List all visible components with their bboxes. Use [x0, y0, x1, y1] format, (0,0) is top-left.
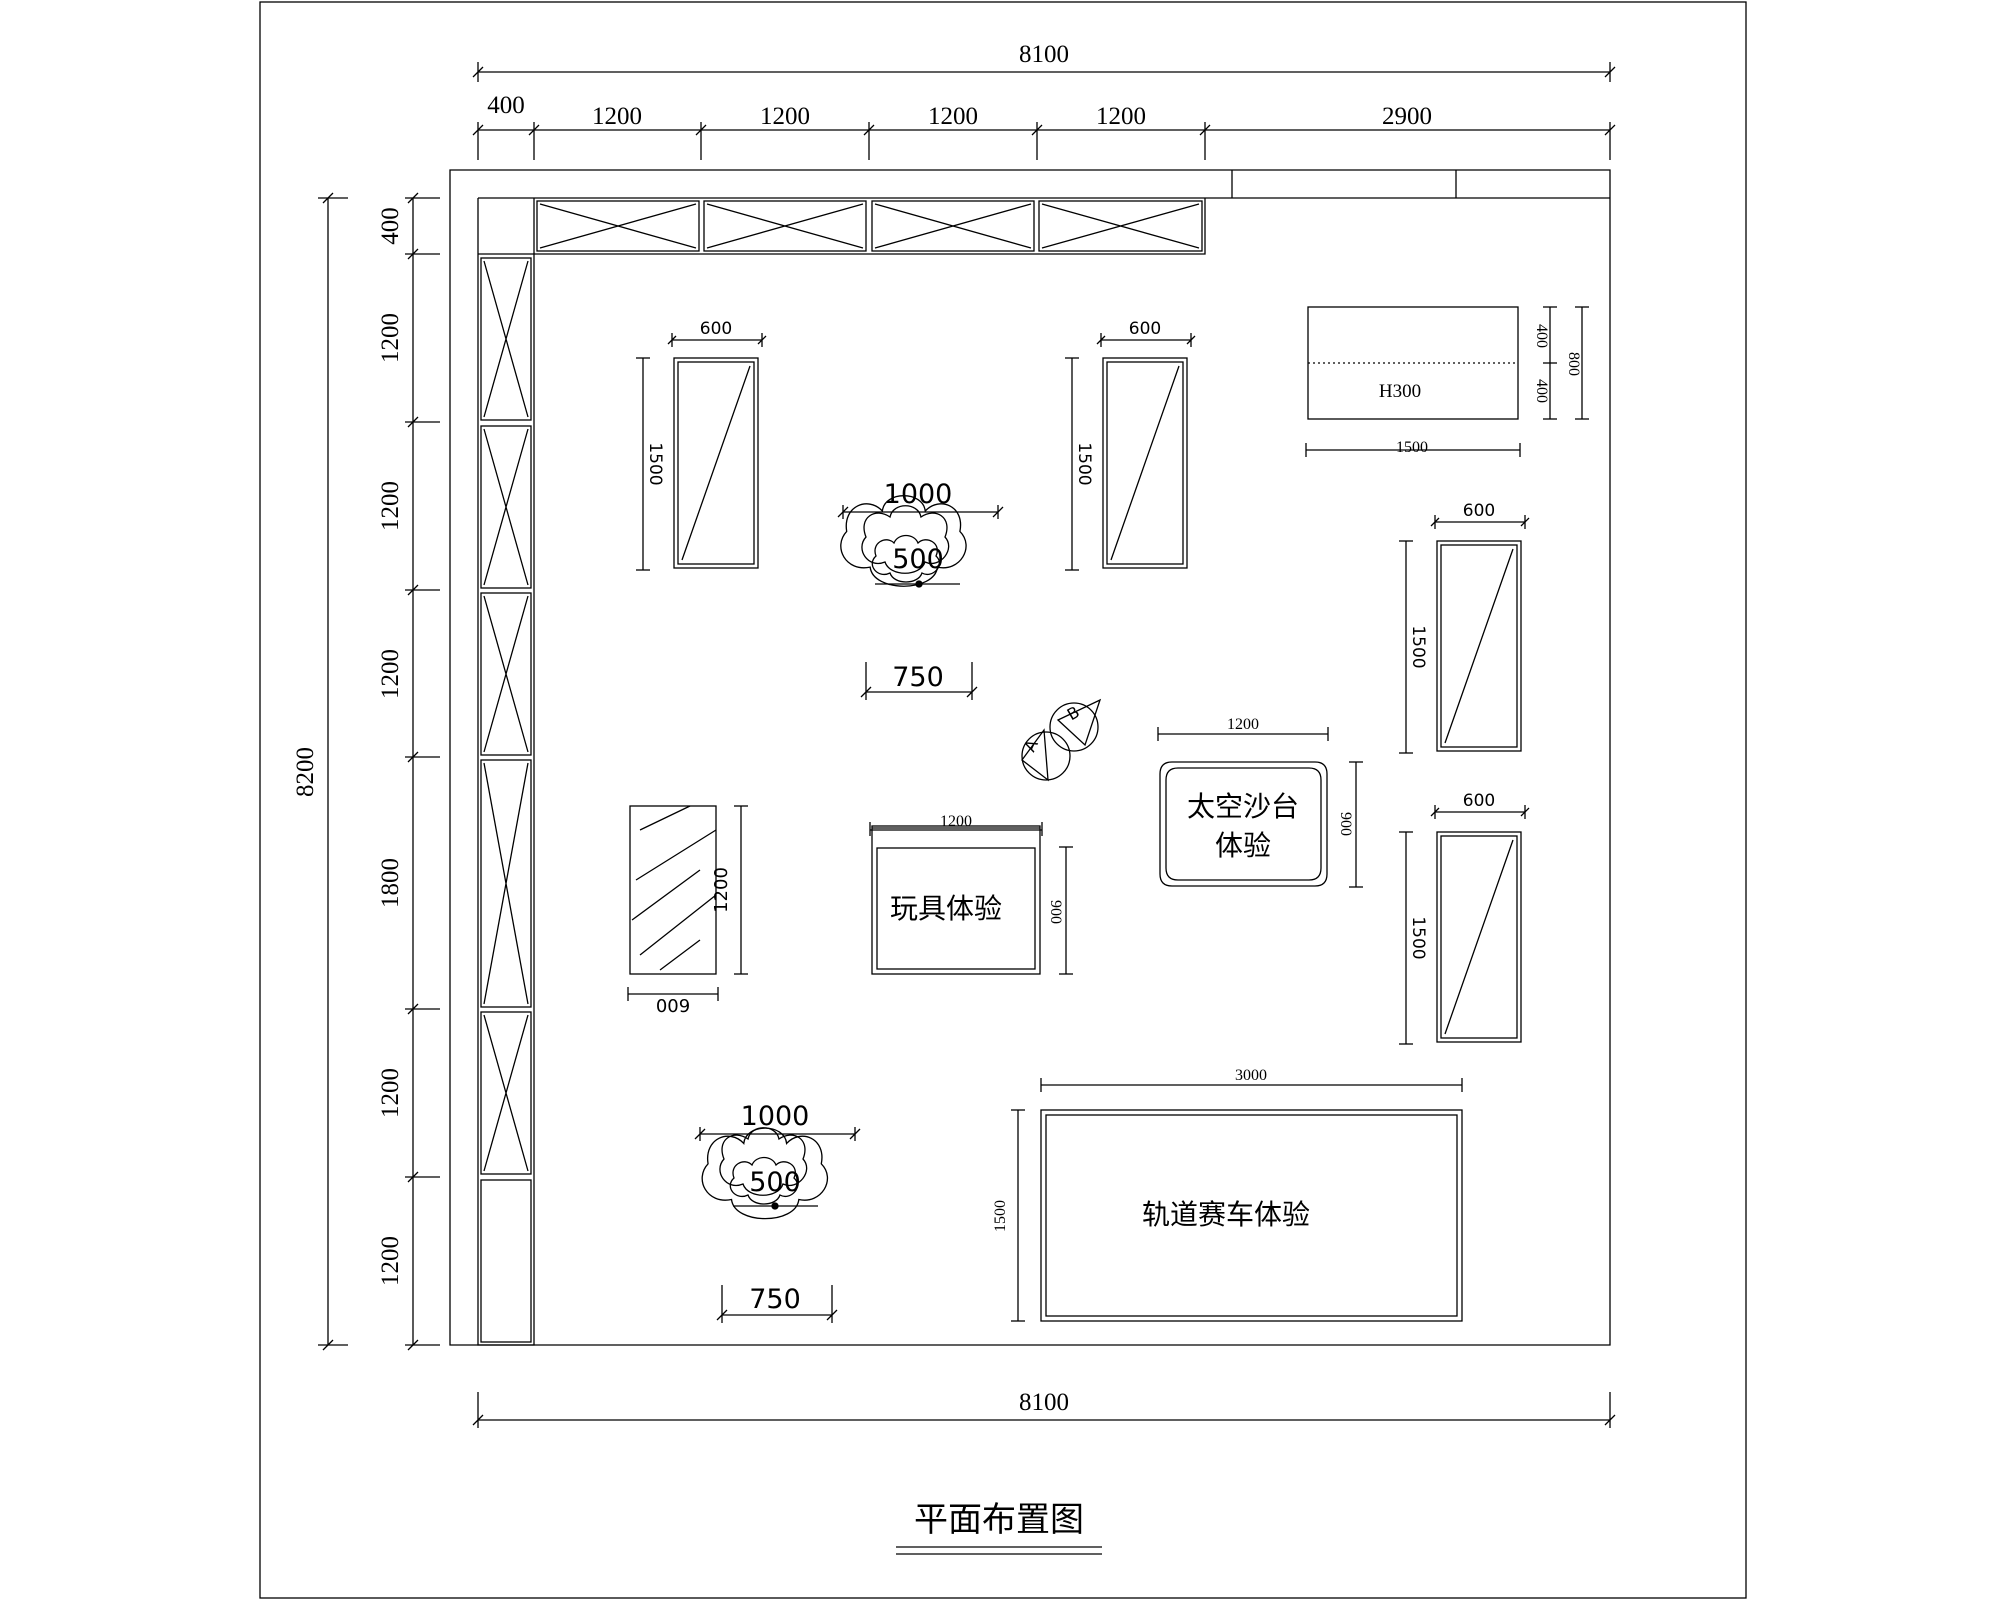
flower-table-center — [915, 580, 923, 588]
dim-top-seg: 1200 — [928, 103, 978, 130]
flower-inner-dim: 500 — [749, 1167, 801, 1198]
flower-outer-dim: 1000 — [741, 1101, 810, 1132]
cabinet-width: 600 — [700, 319, 732, 339]
flower-base-dim: 750 — [892, 662, 944, 693]
race-track-table — [1011, 1078, 1463, 1322]
cabinet-height: 1500 — [645, 442, 665, 485]
dim-overall-top-label: 8100 — [1019, 41, 1069, 68]
glass-case-height: 1200 — [711, 867, 732, 913]
dim-left-seg: 1200 — [377, 1068, 404, 1118]
toy-table-height: 900 — [1047, 900, 1064, 924]
dim-segments-top — [472, 122, 1616, 160]
low-table-width: 1500 — [1396, 439, 1428, 456]
dim-left-seg: 1800 — [377, 858, 404, 908]
toy-table — [869, 822, 1073, 975]
drawing-frame — [259, 1, 1747, 1599]
dim-top-seg: 1200 — [592, 103, 642, 130]
flower-table — [694, 1127, 861, 1323]
room-wall — [449, 169, 1611, 1346]
top-cabinets — [536, 200, 1203, 252]
dim-top-seg: 1200 — [1096, 103, 1146, 130]
toy-table-label: 玩具体验 — [890, 892, 1002, 925]
dim-top-seg: 2900 — [1382, 103, 1432, 130]
low-table-label: H300 — [1379, 381, 1421, 402]
sand-table-label-1: 太空沙台 — [1187, 790, 1299, 823]
low-table-h2: 400 — [1533, 379, 1550, 403]
left-cabinets — [480, 257, 532, 1343]
cabinet-height: 1500 — [1074, 442, 1094, 485]
dim-segments-left — [405, 192, 440, 1351]
space-sand-table — [1157, 727, 1363, 888]
race-track-label: 轨道赛车体验 — [1142, 1198, 1310, 1231]
race-track-width: 3000 — [1235, 1067, 1267, 1084]
dim-overall-bottom-label: 8100 — [1019, 1389, 1069, 1416]
sand-table-label-2: 体验 — [1215, 829, 1271, 862]
tall-cabinet — [636, 333, 767, 571]
cabinet-height: 1500 — [1408, 916, 1428, 959]
flower-base-dim: 750 — [749, 1284, 801, 1315]
glass-case — [627, 805, 748, 1001]
low-table-h1: 400 — [1533, 324, 1550, 348]
glass-case-width: 009 — [656, 996, 690, 1017]
low-table — [1305, 306, 1589, 457]
dim-top-seg: 400 — [487, 92, 525, 119]
dim-overall-top — [472, 62, 1616, 82]
toy-table-width: 1200 — [940, 813, 972, 830]
tall-cabinet — [1399, 515, 1530, 754]
low-table-total: 800 — [1565, 352, 1582, 376]
dim-left-seg: 400 — [377, 207, 404, 245]
dim-left-seg: 1200 — [377, 481, 404, 531]
cabinet-width: 600 — [1463, 791, 1495, 811]
dim-left-seg: 1200 — [377, 1236, 404, 1286]
dim-left-seg: 1200 — [377, 649, 404, 699]
dim-overall-left — [318, 192, 348, 1351]
tall-cabinet — [1399, 805, 1530, 1045]
dim-top-seg: 1200 — [760, 103, 810, 130]
flower-inner-dim: 500 — [892, 544, 944, 575]
race-track-height: 1500 — [992, 1200, 1009, 1232]
dim-overall-left-label: 8200 — [292, 747, 319, 797]
flower-table — [837, 495, 1004, 700]
door-label-a: A — [1020, 737, 1042, 755]
sand-table-width: 1200 — [1227, 716, 1259, 733]
drawing-title: 平面布置图 — [914, 1500, 1084, 1540]
door-label-b: B — [1064, 702, 1083, 724]
flower-outer-dim: 1000 — [884, 479, 953, 510]
tall-cabinet — [1065, 333, 1196, 571]
dim-left-seg: 1200 — [377, 313, 404, 363]
dim-overall-bottom — [472, 1392, 1616, 1428]
left-cabinet-run — [477, 198, 1206, 1346]
cabinet-width: 600 — [1463, 501, 1495, 521]
door-ab — [1021, 698, 1102, 782]
flower-table-center — [771, 1202, 779, 1210]
sand-table-height: 900 — [1337, 812, 1354, 836]
cabinet-height: 1500 — [1408, 625, 1428, 668]
cabinet-width: 600 — [1129, 319, 1161, 339]
